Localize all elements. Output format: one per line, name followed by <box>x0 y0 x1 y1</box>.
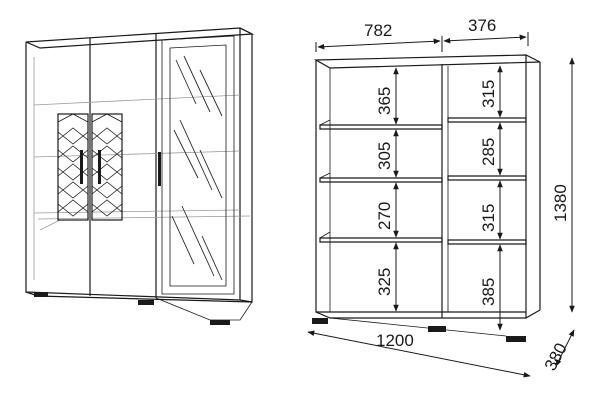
foot-left <box>34 292 48 297</box>
foot-right <box>210 320 230 325</box>
open-underside <box>329 317 507 337</box>
label-total-width: 1200 <box>376 331 414 350</box>
handle-right-icon <box>98 150 101 184</box>
cabinet-top <box>25 27 255 49</box>
label-right-width: 376 <box>468 16 496 35</box>
cabinet-side-panel <box>239 27 253 303</box>
open-top <box>313 54 541 69</box>
decorative-lattice-panels <box>57 113 123 221</box>
dimension-labels: 782 376 365 305 270 325 315 285 315 385 … <box>364 16 571 374</box>
label-right-gap-1: 315 <box>479 80 498 108</box>
label-left-gap-2: 305 <box>375 142 394 170</box>
left-shelves <box>319 119 443 243</box>
label-left-gap-3: 270 <box>375 202 394 230</box>
hidden-shelf-lines <box>33 57 251 280</box>
label-left-width: 782 <box>364 21 392 40</box>
label-right-gap-4: 385 <box>479 278 498 306</box>
open-base-corner <box>525 309 541 319</box>
handle-glass-door-icon <box>158 152 161 186</box>
dim-line-total-width <box>307 330 531 378</box>
open-foot-right <box>506 336 526 342</box>
label-total-height: 1380 <box>551 184 570 222</box>
cabinet-front-outline <box>25 28 241 301</box>
glass-reflection-lines <box>171 55 223 281</box>
closed-cabinet-view <box>25 27 255 325</box>
glass-door-frame <box>161 35 235 295</box>
label-left-gap-4: 325 <box>375 268 394 296</box>
open-cabinet-view <box>312 54 541 342</box>
open-foot-left <box>312 318 328 324</box>
right-shelves <box>447 117 527 245</box>
glass-door-inner <box>169 44 227 287</box>
dim-line-left-width <box>317 38 441 50</box>
label-right-gap-2: 285 <box>479 138 498 166</box>
dimension-lines <box>307 32 575 378</box>
label-right-gap-3: 315 <box>479 204 498 232</box>
lattice-panel-left <box>57 113 89 221</box>
foot-middle <box>138 300 154 305</box>
dim-line-right-width <box>443 34 527 44</box>
dim-line-depth <box>555 329 575 367</box>
lattice-panel-right <box>91 113 123 221</box>
label-left-gap-1: 365 <box>375 87 394 115</box>
handle-left-icon <box>80 150 83 184</box>
cabinet-bottom-edge <box>155 297 253 321</box>
